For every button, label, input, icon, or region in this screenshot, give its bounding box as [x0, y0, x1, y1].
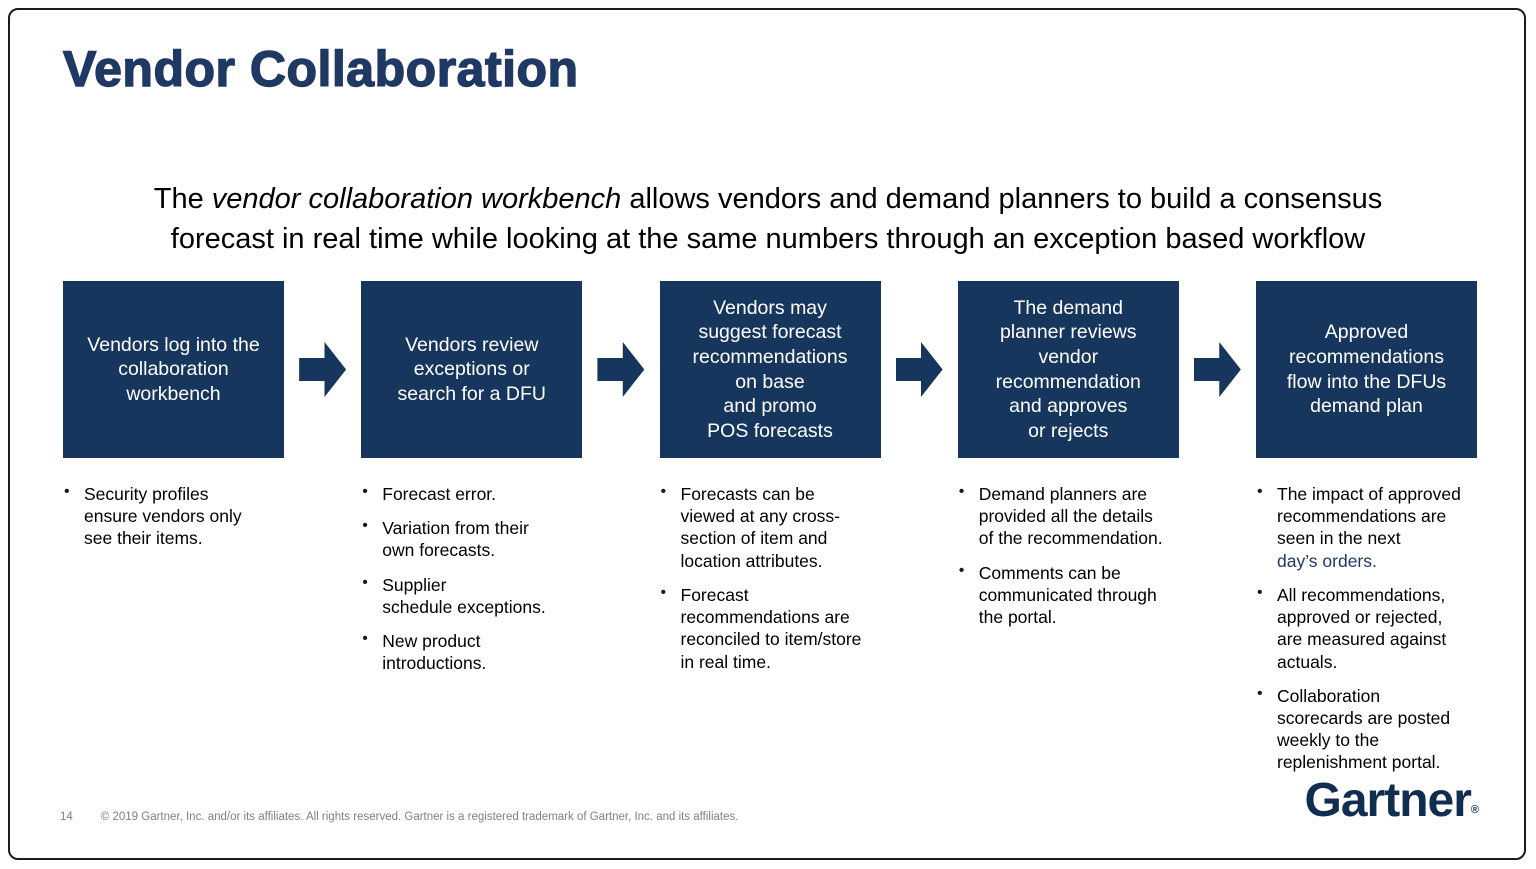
flow-box-label: Vendors review exceptions or search for …: [397, 333, 546, 405]
arrow-container: [582, 281, 659, 458]
slide-footer: 14 © 2019 Gartner, Inc. and/or its affil…: [60, 811, 738, 823]
gartner-logo: Gartner®: [1305, 773, 1480, 828]
subtitle-rest: allows vendors and demand planners to bu…: [621, 183, 1383, 215]
flow-stage-1: Vendors log into the collaboration workb…: [63, 281, 284, 562]
flow-box-label: Vendors may suggest forecast recommendat…: [692, 296, 848, 442]
arrow-right-icon: [597, 342, 645, 397]
bullet-list: Demand planners are provided all the det…: [958, 482, 1179, 640]
bullet-item: Variation from their own forecasts.: [361, 516, 582, 561]
copyright-text: © 2019 Gartner, Inc. and/or its affiliat…: [100, 811, 739, 823]
bullet-item: Forecast recommendations are reconciled …: [660, 583, 881, 673]
arrow-right-icon: [1193, 342, 1241, 397]
arrow-right-icon: [299, 342, 347, 397]
arrow-container: [1179, 281, 1256, 458]
arrow-right-icon: [895, 342, 943, 397]
subtitle-emphasis: vendor collaboration workbench: [211, 183, 622, 215]
flow-box: The demand planner reviews vendor recomm…: [957, 281, 1179, 458]
bullet-item: Collaboration scorecards are posted week…: [1256, 684, 1477, 774]
registered-trademark-icon: ®: [1470, 804, 1479, 816]
arrow-container: [881, 281, 958, 458]
bullet-list: Forecasts can be viewed at any cross- se…: [660, 482, 881, 685]
bullet-item: Security profiles ensure vendors only se…: [63, 482, 284, 550]
flow-box-label: The demand planner reviews vendor recomm…: [995, 296, 1141, 442]
flow-box-label: Approved recommendations flow into the D…: [1286, 321, 1447, 418]
flow-box: Vendors log into the collaboration workb…: [63, 281, 284, 458]
page-number: 14: [60, 811, 73, 823]
bullet-item: Comments can be communicated through the…: [958, 561, 1179, 629]
subtitle-line2: forecast in real time while looking at t…: [170, 223, 1366, 256]
flow-box-label: Vendors log into the collaboration workb…: [87, 333, 260, 405]
bullet-list: Forecast error. Variation from their own…: [361, 482, 582, 687]
slide-subtitle: The vendor collaboration workbench allow…: [48, 179, 1488, 259]
arrow-container: [284, 281, 361, 458]
flow-box: Vendors review exceptions or search for …: [361, 281, 583, 458]
flow-box: Vendors may suggest forecast recommendat…: [659, 281, 881, 458]
bullet-item: Demand planners are provided all the det…: [958, 482, 1179, 550]
bullet-list: Security profiles ensure vendors only se…: [63, 482, 284, 562]
accent-text: day’s orders.: [1277, 550, 1377, 571]
flow-stage-3: Vendors may suggest forecast recommendat…: [659, 281, 881, 685]
page-title: Vendor Collaboration: [62, 40, 579, 97]
bullet-item: Forecast error.: [361, 482, 582, 505]
bullet-item: New product introductions.: [361, 629, 582, 674]
bullet-item: Supplier schedule exceptions.: [361, 573, 582, 618]
flow-stage-2: Vendors review exceptions or search for …: [361, 281, 583, 687]
subtitle-lead: The: [153, 183, 212, 215]
bullet-item: All recommendations, approved or rejecte…: [1256, 583, 1477, 673]
gartner-logo-text: Gartner: [1304, 774, 1472, 827]
flow-diagram: Vendors log into the collaboration workb…: [63, 281, 1477, 786]
flow-stage-4: The demand planner reviews vendor recomm…: [957, 281, 1179, 640]
bullet-list: The impact of approved recommendations a…: [1256, 482, 1477, 786]
flow-stage-5: Approved recommendations flow into the D…: [1256, 281, 1477, 786]
bullet-item: Forecasts can be viewed at any cross- se…: [660, 482, 881, 572]
bullet-item: The impact of approved recommendations a…: [1256, 482, 1477, 572]
flow-box: Approved recommendations flow into the D…: [1256, 281, 1477, 458]
